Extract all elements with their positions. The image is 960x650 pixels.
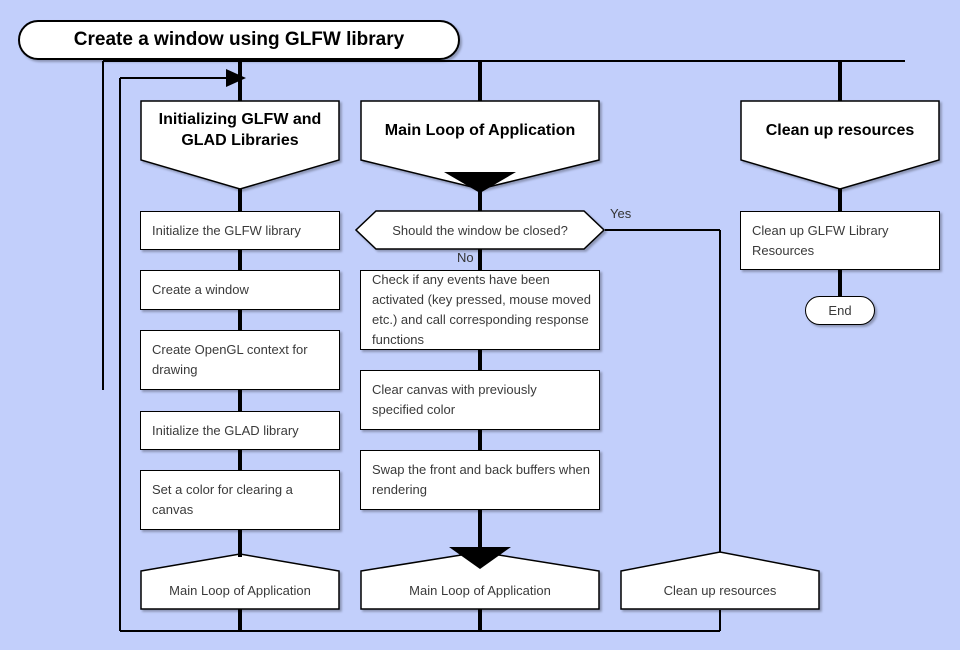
connector-to-main-loop-left: Main Loop of Application (140, 553, 340, 610)
title-node: Create a window using GLFW library (18, 20, 460, 60)
step-text: Create a window (152, 282, 249, 297)
header-init-label: Initializing GLFW and GLAD Libraries (158, 111, 322, 149)
step-text: Set a color for clearing a canvas (152, 482, 293, 517)
pentagon-up-icon (620, 551, 820, 610)
step-swap-buffers: Swap the front and back buffers when ren… (360, 450, 600, 510)
step-set-clear-color: Set a color for clearing a canvas (140, 470, 340, 530)
step-init-glad: Initialize the GLAD library (140, 411, 340, 450)
step-text: Check if any events have been activated … (372, 272, 591, 347)
header-cleanup-label: Clean up resources (765, 121, 915, 139)
pentagon-down-icon (360, 100, 600, 190)
connector-label: Main Loop of Application (409, 582, 551, 598)
decision-question: Should the window be closed? (392, 222, 568, 238)
connector-to-main-loop-mid: Main Loop of Application (360, 551, 600, 610)
step-text: Initialize the GLAD library (152, 422, 299, 438)
edge-label-no: No (457, 250, 474, 265)
step-text: Clean up GLFW Library Resources (752, 222, 889, 258)
loop-arrowhead-icon (226, 69, 246, 87)
step-text: Clear canvas with previously specified c… (372, 382, 537, 417)
step-text: Create OpenGL context for drawing (152, 342, 308, 377)
step-cleanup-glfw: Clean up GLFW Library Resources (740, 211, 940, 270)
step-check-events: Check if any events have been activated … (360, 270, 600, 350)
pentagon-down-icon (740, 100, 940, 190)
end-node: End (805, 296, 875, 325)
connector-label: Main Loop of Application (169, 582, 311, 598)
step-create-window: Create a window (140, 270, 340, 310)
step-init-glfw: Initialize the GLFW library (140, 211, 340, 250)
header-cleanup: Clean up resources (740, 100, 940, 190)
pentagon-up-icon (140, 553, 340, 610)
header-main-loop-label: Main Loop of Application (384, 121, 576, 139)
decision-window-closed: Should the window be closed? (355, 210, 605, 250)
title-text: Create a window using GLFW library (73, 29, 405, 50)
header-main-loop: Main Loop of Application (360, 100, 600, 190)
step-create-context: Create OpenGL context for drawing (140, 330, 340, 390)
connector-to-cleanup: Clean up resources (620, 551, 820, 610)
hexagon-icon (355, 210, 605, 250)
step-text: Swap the front and back buffers when ren… (372, 462, 591, 497)
header-init-glfw-glad: Initializing GLFW and GLAD Libraries (140, 100, 340, 190)
end-label: End (828, 303, 852, 318)
step-text: Initialize the GLFW library (152, 222, 301, 238)
connector-label: Clean up resources (663, 582, 777, 598)
edge-label-yes: Yes (610, 206, 632, 221)
pentagon-down-icon (140, 100, 340, 190)
step-clear-canvas: Clear canvas with previously specified c… (360, 370, 600, 430)
